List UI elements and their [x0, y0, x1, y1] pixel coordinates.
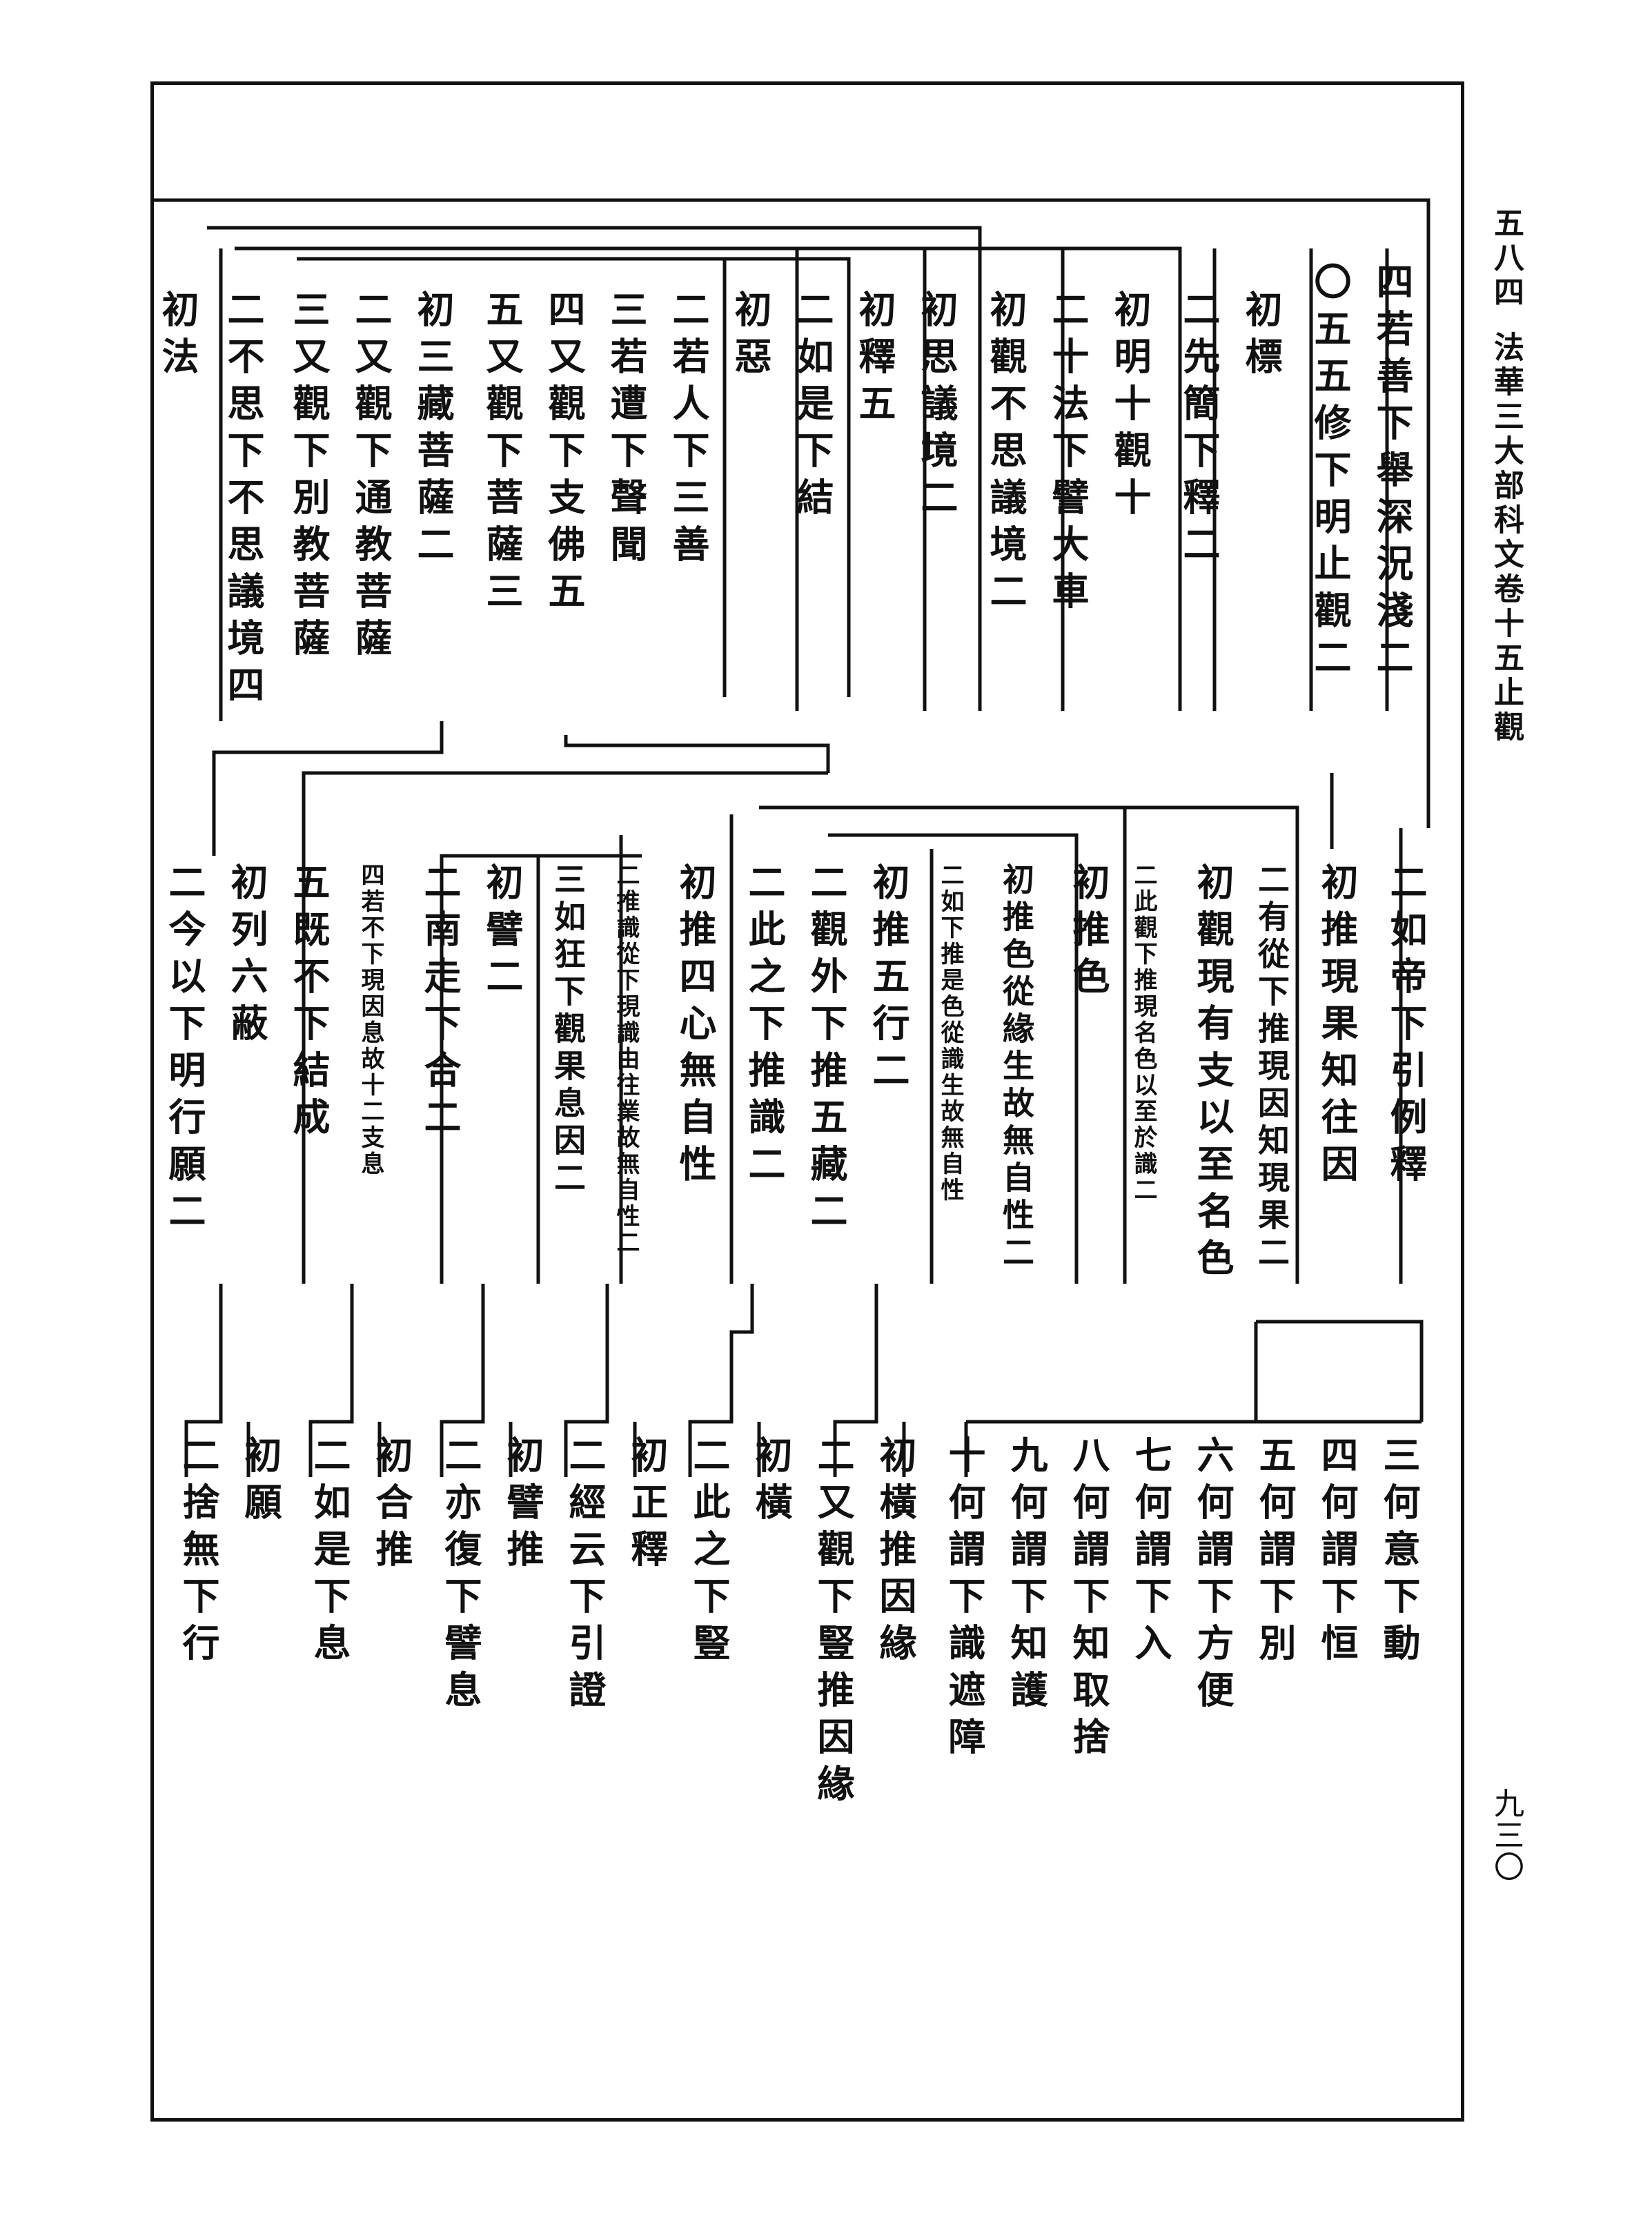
outline-entry: 二此之下豎 — [687, 1436, 731, 1670]
outline-entry: 七何謂下入 — [1128, 1436, 1172, 1670]
outline-entry: 八何謂下知取捨 — [1066, 1436, 1110, 1764]
outline-entry: 二又觀下通教菩薩 — [348, 290, 393, 665]
page-number-bottom: 九三〇 — [1488, 1788, 1524, 1883]
page-number-top: 五八四 — [1488, 207, 1524, 311]
outline-entry: 二推識從下現識由往業故無自性二 — [612, 863, 640, 1256]
outline-entry: 九何謂下知護 — [1004, 1436, 1048, 1717]
outline-entry: 初橫推因緣 — [873, 1436, 917, 1670]
outline-entry: 二如是下息 — [307, 1436, 351, 1670]
outline-entry: 六何謂下方便 — [1190, 1436, 1235, 1717]
outline-entry: 二如是下結 — [790, 290, 834, 525]
outline-entry: 四何謂下恒 — [1315, 1436, 1359, 1670]
outline-entry: 三若遭下聲聞 — [604, 290, 648, 571]
outline-entry: 二南走下合二 — [417, 863, 462, 1144]
outline-entry: 五何謂下別 — [1252, 1436, 1297, 1670]
outline-entry: 初列六蔽 — [224, 863, 268, 1050]
outline-entry: 初譬二 — [480, 863, 524, 1004]
outline-entry: 初三藏菩薩二 — [411, 290, 455, 571]
outline-entry: 二今以下明行願二 — [162, 863, 206, 1238]
outline-entry: 初推色 — [1066, 863, 1110, 1004]
outline-entry: 四若不下現因息故十二支息 — [357, 863, 384, 1177]
outline-entry: 初譬推 — [500, 1436, 544, 1576]
outline-entry: 二若人下三善 — [666, 290, 710, 571]
outline-entry: 二不思下不思議境四 — [221, 290, 265, 712]
outline-entry: 〇五五修下明止觀二 — [1308, 262, 1352, 685]
page-frame — [150, 81, 1464, 2122]
outline-entry: 二先簡下釋二 — [1177, 290, 1221, 571]
outline-entry: 初明十觀十 — [1108, 290, 1152, 525]
outline-entry: 初標 — [1239, 290, 1283, 384]
outline-entry: 初推四心無自性 — [673, 863, 717, 1191]
outline-entry: 初釋五 — [852, 290, 896, 431]
running-title: 法華三大部科文卷十五止觀 — [1488, 331, 1524, 745]
outline-entry: 初願 — [238, 1436, 282, 1529]
outline-entry: 五既不下結成 — [286, 863, 331, 1144]
outline-entry: 二此之下推識二 — [742, 863, 786, 1191]
outline-entry: 三又觀下別教菩薩 — [286, 290, 331, 665]
outline-entry: 初合推 — [369, 1436, 413, 1576]
outline-entry: 四又觀下支佛五 — [542, 290, 586, 618]
outline-entry: 初推色從緣生故無自性二 — [998, 863, 1035, 1273]
outline-entry: 二捨無下行 — [176, 1436, 220, 1670]
outline-entry: 初橫 — [749, 1436, 793, 1529]
outline-entry: 三何意下動 — [1377, 1436, 1421, 1670]
outline-entry: 初觀現有支以至名色 — [1190, 863, 1235, 1285]
outline-entry: 三如狂下觀果息因二 — [549, 863, 587, 1198]
outline-entry: 二又觀下豎推因緣 — [811, 1436, 855, 1811]
outline-entry: 二如下推是色從識生故無自性 — [936, 863, 964, 1204]
outline-entry: 二此觀下推現名色以至於識二 — [1130, 863, 1157, 1204]
outline-entry: 初正釋 — [625, 1436, 669, 1576]
outline-entry: 二經云下引證 — [562, 1436, 607, 1717]
outline-entry: 二有從下推現因知現果二 — [1253, 863, 1290, 1273]
outline-entry: 初思議境二 — [914, 290, 958, 525]
outline-entry: 四若善下舉深況淺二 — [1370, 262, 1414, 685]
outline-entry: 初推五行二 — [866, 863, 910, 1097]
outline-entry: 二十法下譬大車 — [1045, 290, 1090, 618]
outline-entry: 二觀外下推五藏二 — [804, 863, 848, 1238]
outline-entry: 初觀不思議境二 — [983, 290, 1027, 618]
outline-entry: 初法 — [155, 290, 199, 384]
outline-entry: 十何謂下識遮障 — [942, 1436, 986, 1764]
outline-entry: 初推現果知往因 — [1315, 863, 1359, 1191]
outline-entry: 五又觀下菩薩三 — [480, 290, 524, 618]
outline-entry: 初惡 — [728, 290, 772, 384]
outline-entry: 二亦復下譬息 — [438, 1436, 482, 1717]
outline-entry: 二如帝下引例釋 — [1384, 863, 1428, 1191]
